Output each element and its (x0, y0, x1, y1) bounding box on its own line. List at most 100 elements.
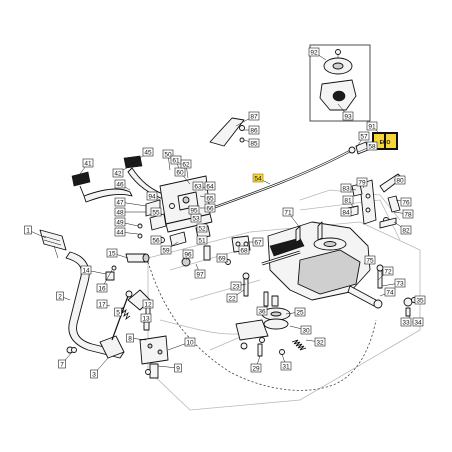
callout-box-7 (58, 359, 66, 369)
callout-number-15: 15 (108, 250, 116, 257)
callout-number-86: 86 (250, 127, 258, 134)
callout-box-86 (248, 125, 260, 135)
callout-number-76: 76 (402, 199, 410, 206)
callout-box-58 (366, 141, 378, 151)
callout-54: 54 (252, 173, 264, 183)
callout-92: 92 (308, 47, 320, 57)
callout-83: 83 (340, 183, 352, 193)
part-13-14-15 (105, 253, 150, 281)
callout-box-9 (174, 363, 182, 373)
callout-box-74 (384, 287, 396, 297)
callout-number-46: 46 (116, 181, 124, 188)
callout-number-1: 1 (26, 227, 30, 234)
callout-number-73: 73 (396, 280, 404, 287)
callout-57: 57 (358, 131, 370, 140)
callout-9: 9 (174, 363, 182, 373)
callout-number-57: 57 (360, 133, 368, 140)
callout-number-92: 92 (310, 49, 318, 56)
callout-number-50: 50 (164, 151, 172, 158)
callout-number-33: 33 (402, 319, 410, 326)
callout-number-56: 56 (152, 237, 160, 244)
callout-number-30: 30 (302, 327, 310, 334)
callout-box-60 (174, 167, 186, 177)
callout-box-71 (282, 207, 294, 217)
callout-number-61: 61 (172, 157, 180, 164)
bracket-9-10 (139, 335, 169, 379)
callout-number-17: 17 (98, 301, 106, 308)
callout-72: 72 (382, 266, 394, 276)
callout-8: 8 (126, 333, 134, 343)
callout-box-50 (162, 149, 174, 159)
callout-81: 81 (342, 195, 354, 204)
knob-41 (71, 171, 91, 197)
callout-box-25 (294, 307, 306, 317)
part-92-inset-box (309, 44, 371, 122)
callout-number-16: 16 (98, 285, 106, 292)
callout-65: 65 (204, 193, 216, 202)
callout-box-54 (252, 173, 264, 183)
callout-91: 91 (366, 121, 378, 130)
callout-box-94 (146, 191, 158, 201)
callout-55: 55 (150, 207, 162, 216)
callout-50: 50 (162, 149, 174, 159)
callout-84: 84 (340, 207, 352, 216)
callout-box-3 (90, 369, 98, 379)
callout-2: 2 (56, 291, 64, 301)
callout-56: 56 (150, 235, 162, 244)
callout-number-95: 95 (190, 207, 198, 214)
callout-number-32: 32 (316, 339, 324, 346)
callout-number-75: 75 (366, 257, 374, 264)
callout-41: 41 (82, 158, 94, 167)
callout-box-31 (280, 361, 292, 371)
callout-number-59: 59 (162, 247, 170, 254)
callout-number-97: 97 (196, 271, 204, 278)
callout-86: 86 (248, 125, 260, 135)
callout-box-32 (314, 337, 326, 347)
callout-box-97 (194, 269, 206, 279)
knob-42 (123, 155, 143, 169)
callout-number-23: 23 (232, 283, 240, 290)
callout-number-62: 62 (182, 161, 190, 168)
callout-number-2: 2 (58, 293, 62, 300)
callout-16: 16 (96, 283, 108, 293)
callout-number-12: 12 (144, 301, 152, 308)
callout-number-64: 64 (206, 183, 214, 190)
callout-box-92 (308, 47, 320, 57)
callout-number-78: 78 (404, 211, 412, 218)
callout-59: 59 (160, 245, 172, 254)
callout-42: 42 (112, 168, 124, 177)
callout-number-45: 45 (144, 149, 152, 156)
callout-number-35: 35 (416, 297, 424, 304)
callout-box-78 (402, 209, 414, 219)
callout-85: 85 (248, 138, 260, 147)
callout-34: 34 (412, 317, 424, 327)
callout-box-47 (114, 197, 126, 207)
callout-47: 47 (114, 197, 126, 207)
pedal-1 (39, 229, 67, 259)
callout-number-60: 60 (176, 169, 184, 176)
callout-number-80: 80 (396, 177, 404, 184)
callout-box-62 (180, 159, 192, 169)
callout-29: 29 (250, 363, 262, 373)
callout-box-33 (400, 317, 412, 327)
callout-number-66: 66 (206, 205, 214, 212)
callout-box-2 (56, 291, 64, 301)
callout-box-66 (204, 203, 216, 213)
callout-number-53: 53 (192, 215, 200, 222)
callout-number-44: 44 (116, 229, 124, 236)
callout-number-49: 49 (116, 219, 124, 226)
callout-58: 58 (366, 141, 378, 151)
callout-96: 96 (182, 249, 194, 259)
callout-box-14 (80, 265, 92, 275)
callout-box-76 (400, 197, 412, 207)
callout-45: 45 (142, 147, 154, 156)
callout-66: 66 (204, 203, 216, 213)
callout-box-13 (140, 313, 152, 323)
callout-box-79 (356, 177, 368, 187)
callout-number-96: 96 (184, 251, 192, 258)
callout-51: 51 (196, 235, 208, 244)
transmission-unit (261, 221, 383, 309)
callout-box-83 (340, 183, 352, 193)
callout-74: 74 (384, 287, 396, 297)
callout-number-8: 8 (128, 335, 132, 342)
